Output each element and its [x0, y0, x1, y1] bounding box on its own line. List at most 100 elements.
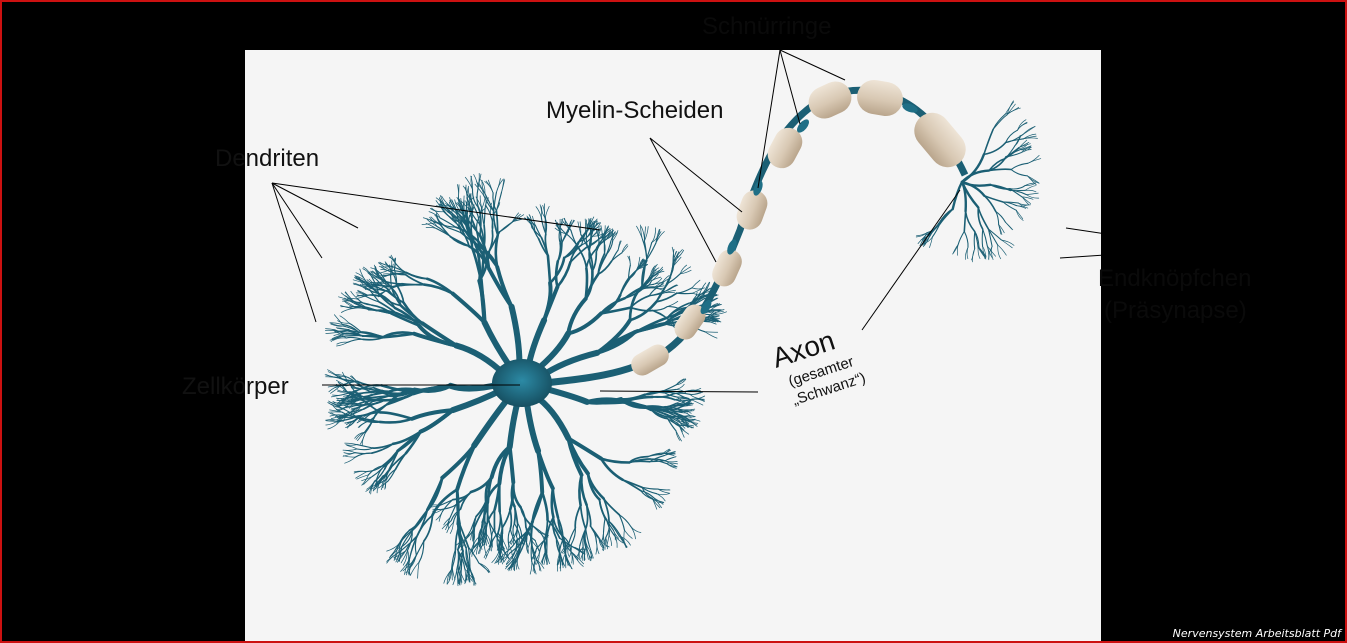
dendrite-branch: [459, 491, 472, 510]
dendrite-branch: [435, 214, 442, 226]
dendrite-branch: [978, 246, 987, 257]
dendrite-branch: [589, 546, 592, 562]
dendrite-branch: [370, 394, 391, 401]
dendrite-branch: [418, 408, 455, 434]
dendrite-branch: [667, 408, 685, 413]
dendrite-branch: [368, 289, 380, 303]
dendrite-branch: [367, 272, 377, 280]
dendrite-branch: [645, 242, 657, 262]
dendrite-branch: [356, 391, 372, 395]
dendrite-branch: [556, 241, 563, 263]
ranvier-node: [797, 119, 809, 133]
dendrite-branch: [1021, 196, 1034, 200]
dendrite-branch: [342, 390, 355, 395]
dendrite-branch: [628, 300, 658, 322]
dendrite-branch: [546, 254, 552, 285]
dendrite-branch: [356, 447, 374, 451]
dendrite-branch: [355, 272, 367, 282]
dendrite-branch: [602, 537, 607, 551]
dendrite-branch: [337, 404, 349, 412]
dendrite-branch: [344, 442, 358, 445]
dendrite-branch: [1005, 101, 1015, 115]
dendrite-branch: [558, 230, 561, 244]
dendrite-branch: [525, 526, 528, 543]
dendrite-branch: [415, 514, 434, 539]
dendrite-branch: [605, 240, 614, 256]
dendrite-branch: [679, 426, 690, 435]
dendrite-branch: [446, 522, 454, 534]
dendrite-branch: [519, 534, 521, 544]
dendrite-branch: [585, 399, 626, 405]
dendrite-branch: [915, 232, 928, 238]
dendrite-branch: [481, 207, 485, 226]
dendrite-branch: [422, 514, 434, 543]
dendrite-branch: [503, 552, 511, 563]
dendrite-branch: [460, 220, 475, 243]
dendrite-branch: [982, 246, 986, 259]
dendrite-branch: [619, 534, 627, 548]
dendrite-branch: [456, 523, 464, 552]
dendrite-branch: [449, 522, 454, 534]
dendrite-branch: [675, 430, 682, 442]
dendrite-branch: [655, 292, 678, 303]
dendrite-branch: [977, 206, 984, 230]
dendrite-branch: [644, 226, 649, 242]
dendrite-branch: [386, 543, 400, 552]
dendrite-branch: [473, 206, 481, 225]
dendrite-branch: [585, 223, 587, 236]
dendrite-branch: [595, 329, 640, 355]
dendrite-branch: [656, 493, 670, 496]
dendrite-branch: [542, 205, 546, 218]
dendrite-branch: [405, 271, 428, 280]
dendrite-branch: [337, 396, 347, 404]
dendrite-branch: [508, 560, 518, 572]
dendrite-branch: [598, 538, 604, 549]
dendrite-branch: [458, 225, 470, 248]
dendrite-branch: [929, 223, 939, 238]
ranvier-nodes: [700, 103, 918, 315]
dendrite-branch: [598, 498, 608, 521]
dendrite-branch: [989, 184, 1011, 190]
dendrite-branch: [679, 264, 688, 275]
dendrite-branch: [408, 508, 429, 532]
dendrite-branch: [917, 234, 927, 244]
dendrite-branch: [449, 200, 457, 212]
dendrite-branch: [595, 541, 598, 555]
myelin-sheath: [808, 81, 852, 119]
dendrite-branch: [513, 534, 516, 545]
dendrite-branch: [1027, 158, 1042, 164]
dendrite-branch: [466, 198, 473, 218]
dendrite-branch: [579, 504, 587, 530]
dendrite-branch: [481, 180, 486, 195]
dendrite-branch: [974, 231, 979, 248]
dendrite-branch: [1022, 125, 1036, 135]
dendrite-branch: [574, 504, 582, 529]
dendrite-branch: [597, 252, 606, 276]
dendrite-branch: [443, 517, 451, 526]
dendrite-branch: [511, 539, 518, 558]
dendrite-branch: [638, 259, 645, 270]
label-zellkoerper: Zellkörper: [182, 373, 289, 400]
dendrite-branch: [490, 528, 496, 542]
dendrite-branch: [680, 417, 688, 426]
dendrite-branch: [372, 398, 393, 402]
dendrite-branch: [608, 520, 621, 536]
dendrite-branch: [447, 204, 457, 214]
dendrite-branch: [488, 520, 496, 535]
dendrite-branch: [986, 245, 990, 260]
dendrite-branch: [536, 553, 540, 565]
dendrite-branch: [1005, 138, 1025, 144]
dendrite-branch: [557, 224, 567, 235]
dendrite-branch: [492, 192, 497, 212]
dendrite-branch: [570, 550, 574, 565]
dendrite-branch: [600, 225, 603, 238]
dendrite-branch: [346, 445, 358, 450]
dendrite-branch: [665, 284, 679, 292]
dendrite-branch: [648, 292, 665, 297]
dendrite-branch: [621, 243, 628, 254]
label-schnuerringe: Schnürringe: [702, 13, 831, 40]
dendrite-branch: [637, 261, 646, 268]
dendrite-branch: [982, 228, 988, 247]
dendrite-branch: [498, 510, 504, 535]
dendrite-branch: [380, 266, 392, 273]
